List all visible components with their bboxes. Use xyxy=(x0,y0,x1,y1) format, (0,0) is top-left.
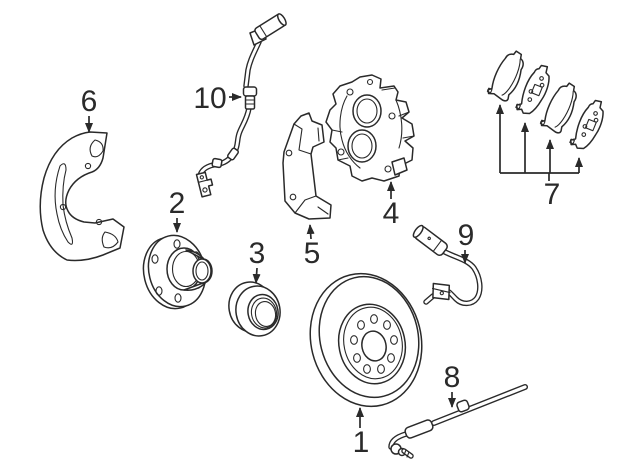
label-wear-sensor: 9 xyxy=(458,219,475,252)
label-bearing: 3 xyxy=(249,237,266,270)
caliper-bracket-drawing xyxy=(282,112,332,220)
brake-hose-drawing xyxy=(388,384,528,459)
label-brake-hose: 8 xyxy=(444,361,461,394)
leader-bearing xyxy=(252,267,261,284)
label-caliper: 4 xyxy=(383,197,400,230)
brake-pad-backing-1 xyxy=(515,64,550,115)
bearing-drawing xyxy=(228,281,281,337)
label-splash-shield: 6 xyxy=(81,85,98,118)
hub-drawing xyxy=(142,234,213,310)
label-brake-pads: 7 xyxy=(544,178,561,211)
label-hub: 2 xyxy=(169,187,186,220)
brake-pads-drawing xyxy=(486,50,604,150)
brake-pad-friction-1 xyxy=(486,50,524,102)
rotor-drawing xyxy=(309,272,423,408)
leader-caliper-bracket xyxy=(306,224,315,240)
label-rotor: 1 xyxy=(353,426,370,459)
leader-pads-bracket xyxy=(500,172,579,181)
splash-shield-drawing xyxy=(39,131,125,262)
wear-sensor-drawing xyxy=(412,224,483,307)
callouts: 6 10 2 3 5 4 7 9 1 8 xyxy=(81,82,583,459)
caliper-drawing xyxy=(325,74,415,182)
label-abs-sensor: 10 xyxy=(193,82,226,115)
label-caliper-bracket: 5 xyxy=(304,237,321,270)
brake-pad-friction-2 xyxy=(539,82,577,134)
abs-sensor-drawing xyxy=(195,13,287,198)
brake-pad-backing-2 xyxy=(569,99,604,150)
